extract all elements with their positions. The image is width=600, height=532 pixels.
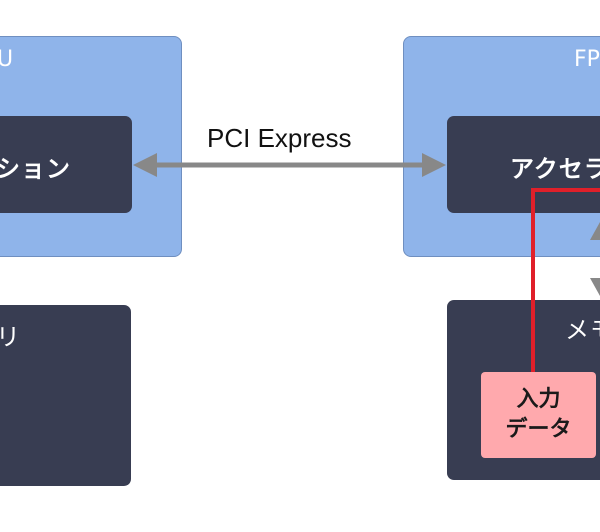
- application-label: ション: [0, 155, 71, 183]
- arrowhead-up-icon: [590, 222, 600, 240]
- input-data-block: 入力 データ: [481, 372, 596, 458]
- host-cpu-title: U: [0, 47, 14, 72]
- input-data-line2: データ: [505, 417, 572, 442]
- arrowhead-left-icon: [133, 153, 157, 177]
- fpga-title: FP: [574, 47, 600, 72]
- input-data-path: [531, 188, 600, 372]
- arrowhead-right-icon: [422, 153, 446, 177]
- fpga-memory-label: メモ: [565, 316, 600, 344]
- input-data-line1: 入力: [516, 387, 561, 412]
- host-memory-label: リ: [0, 323, 21, 351]
- pci-express-label: PCI Express: [207, 123, 352, 153]
- pci-express-arrow: [133, 153, 446, 177]
- arrowhead-down-icon: [590, 278, 600, 296]
- accelerator-block: アクセラ: [447, 116, 600, 213]
- application-block: ション: [0, 116, 132, 213]
- accelerator-label: アクセラ: [510, 155, 600, 183]
- host-memory-block: リ: [0, 305, 131, 486]
